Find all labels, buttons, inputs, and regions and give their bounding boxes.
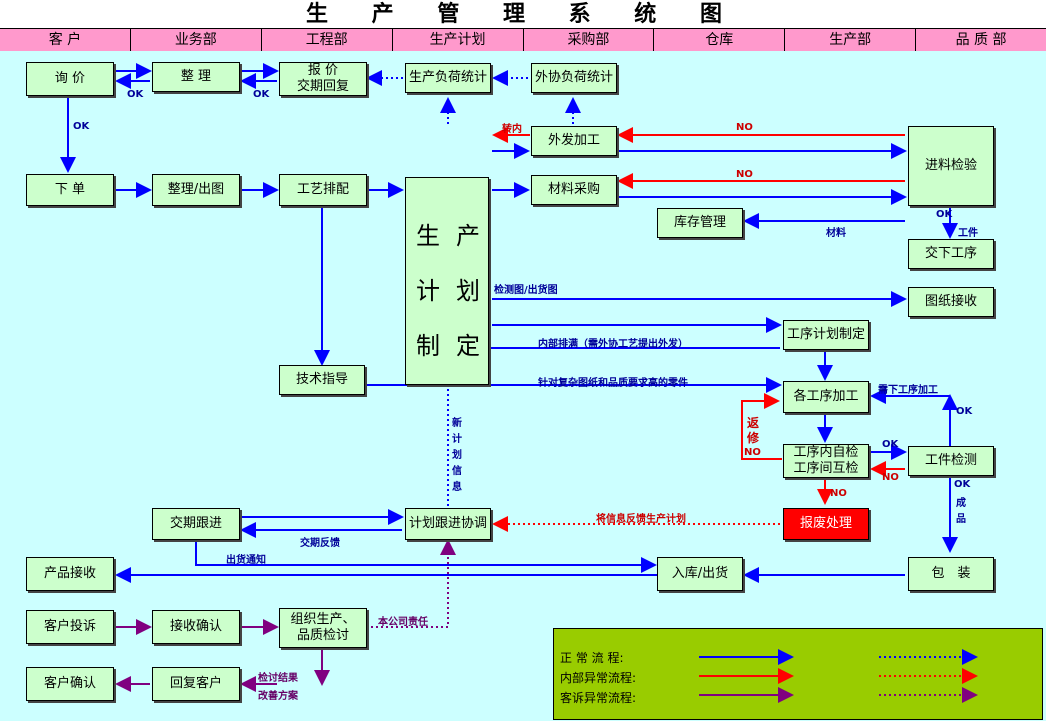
internal-schedule-label: 内部排满（需外协工艺提出外发） <box>538 339 688 350</box>
no-label-5: NO <box>830 488 847 499</box>
new-plan-label-5: 息 <box>452 482 462 493</box>
dept-production: 生产部 <box>785 29 917 51</box>
production-plan-box: 生 产 计 划 制 定 <box>405 177 489 385</box>
ok-material-label: OK <box>936 209 953 220</box>
purchase-box: 材料采购 <box>531 175 617 205</box>
no-label-1: NO <box>736 122 753 133</box>
review-result-label: 检讨结果 <box>258 673 298 684</box>
big-char-4: 划 <box>456 277 480 305</box>
delivery-feedback-label: 交期反馈 <box>300 538 340 549</box>
inspect-drawing-label: 检测图/出货图 <box>494 285 558 296</box>
new-plan-label-4: 信 <box>452 466 462 477</box>
product-receive-box: 产品接收 <box>26 557 114 591</box>
new-plan-label-1: 新 <box>452 418 462 429</box>
inquiry-box: 询 价 <box>26 62 114 96</box>
sort-box: 整 理 <box>152 62 240 92</box>
ok-label-3: OK <box>73 121 90 132</box>
big-char-3: 计 <box>416 277 440 305</box>
legend: 正 常 流 程: 内部异常流程: 客诉异常流程: <box>553 628 1043 720</box>
quote-box: 报 价 交期回复 <box>279 62 367 96</box>
dept-planning: 生产计划 <box>393 29 524 51</box>
ok-label-4: OK <box>956 406 973 417</box>
receive-confirm-box: 接收确认 <box>152 610 240 644</box>
rework-label-2: 修 <box>747 431 760 445</box>
transfer-in-label: 转内 <box>502 124 522 135</box>
quote-reply-label: 交期回复 <box>296 79 349 94</box>
dept-quality: 品 质 部 <box>955 32 1007 48</box>
part-check-box: 工件检测 <box>908 446 994 476</box>
page-title: 生 产 管 理 系 统 图 <box>0 0 1046 28</box>
self-check-label-2: 工序间互检 <box>793 461 859 476</box>
legend-complaint-label: 客诉异常流程: <box>560 691 637 705</box>
packing-box: 包 装 <box>908 557 994 591</box>
rework-label-1: 返 <box>747 416 760 430</box>
dept-purchasing: 采购部 <box>524 29 655 51</box>
delivery-follow-box: 交期跟进 <box>152 508 240 540</box>
load-stat-box: 生产负荷统计 <box>405 63 491 93</box>
incoming-check-box: 进料检验 <box>908 126 994 206</box>
need-next-label: 需下工序加工 <box>878 385 938 396</box>
dept-warehouse: 仓库 <box>654 29 786 51</box>
flow-arrows <box>60 63 958 692</box>
ok-label-1: OK <box>127 89 144 100</box>
big-char-2: 产 <box>456 222 480 250</box>
organize-box: 组织生产、 品质检讨 <box>279 608 367 648</box>
feedback-label: 将信息反馈生产计划 <box>596 514 686 525</box>
dept-customer: 客 户 <box>0 29 131 51</box>
part-label: 工件 <box>958 228 978 239</box>
warehouse-out-box: 入库/出货 <box>657 557 743 591</box>
ext-load-stat-box: 外协负荷统计 <box>531 63 617 93</box>
plan-follow-box: 计划跟进协调 <box>405 508 491 540</box>
ok-label-2: OK <box>253 89 270 100</box>
ok-finished-label: OK <box>954 479 971 490</box>
reply-customer-box: 回复客户 <box>152 667 240 701</box>
no-label-2: NO <box>736 169 753 180</box>
tech-guide-box: 技术指导 <box>279 365 365 395</box>
dept-engineering: 工程部 <box>262 29 393 51</box>
self-check-box: 工序内自检 工序间互检 <box>783 444 869 478</box>
scrap-box: 报废处理 <box>783 508 869 540</box>
dept-sales: 业务部 <box>131 29 262 51</box>
self-check-label-1: 工序内自检 <box>793 445 859 460</box>
no-label-4: NO <box>882 472 899 483</box>
new-plan-label-3: 划 <box>452 450 462 461</box>
big-char-6: 定 <box>456 332 480 360</box>
flow-canvas: 询 价 整 理 报 价 交期回复 生产负荷统计 外协负荷统计 下 单 整理/出图… <box>0 51 1046 721</box>
complex-parts-label: 针对复杂图纸和品质要求高的零件 <box>538 378 688 389</box>
legend-internal-label: 内部异常流程: <box>560 671 637 685</box>
proc-plan-make-box: 工序计划制定 <box>783 320 869 350</box>
handover-box: 交下工序 <box>908 239 994 269</box>
drawing-receive-box: 图纸接收 <box>908 287 994 317</box>
improve-plan-label: 改善方案 <box>258 691 298 702</box>
material-label: 材料 <box>826 228 846 239</box>
big-char-5: 制 <box>416 332 440 360</box>
customer-confirm-box: 客户确认 <box>26 667 114 701</box>
finished-label-1: 成 <box>956 498 966 509</box>
complaint-box: 客户投诉 <box>26 610 114 644</box>
big-char-1: 生 <box>416 222 440 250</box>
legend-normal-label: 正 常 流 程: <box>560 651 624 665</box>
inventory-box: 库存管理 <box>657 208 743 238</box>
organize-label-2: 品质检讨 <box>296 628 349 643</box>
sort-drawing-box: 整理/出图 <box>152 174 240 206</box>
department-header: 客 户 业务部 工程部 生产计划 采购部 仓库 生产部 品 质 部 <box>0 28 1046 52</box>
process-plan-box: 工艺排配 <box>279 174 367 206</box>
ship-notice-label: 出货通知 <box>226 555 266 566</box>
outsource-box: 外发加工 <box>531 126 617 156</box>
finished-label-2: 品 <box>956 514 966 525</box>
ok-label-5: OK <box>882 439 899 450</box>
quote-label: 报 价 <box>307 63 339 78</box>
no-label-3: NO <box>744 447 761 458</box>
organize-label-1: 组织生产、 <box>290 612 356 627</box>
our-responsibility-label: 本公司责任 <box>378 617 428 628</box>
proc-process-box: 各工序加工 <box>783 381 869 413</box>
legend-lines <box>699 649 978 703</box>
new-plan-label-2: 计 <box>452 434 462 445</box>
order-box: 下 单 <box>26 174 114 206</box>
